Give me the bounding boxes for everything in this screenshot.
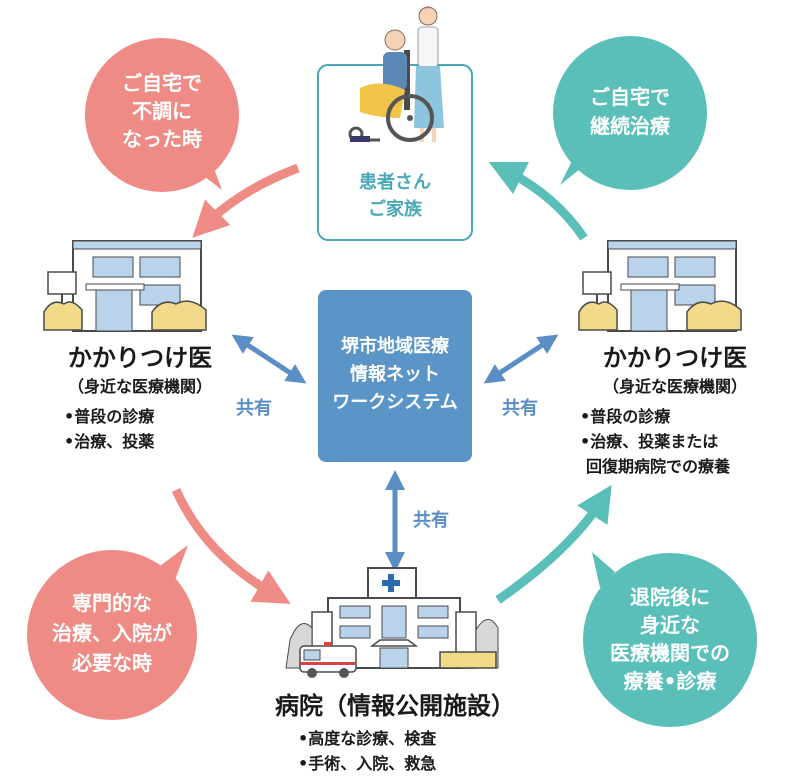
bubble-bottom-right-line-1: 退院後に [630, 585, 710, 609]
wheelchair-patient-icon [348, 6, 444, 142]
bubble-bottom-right-line-3: 医療機関での [610, 641, 730, 665]
right-clinic-subtitle: （身近な医療機関） [603, 377, 747, 396]
hospital-item-2: •手術、入院、救急 [298, 754, 436, 773]
hospital-title: 病院（情報公開施設） [275, 692, 515, 720]
patient-label-line-2: ご家族 [368, 198, 423, 220]
right-clinic-item-1: •普段の診療 [580, 407, 671, 426]
left-clinic-title: かかりつけ医 [68, 344, 212, 372]
bubble-top-left-line-1: ご自宅で [122, 71, 202, 95]
right-clinic-title: かかりつけ医 [603, 344, 747, 372]
bubble-bottom-left: 専門的な 治療、入院が 必要な時 [27, 545, 197, 720]
arrow-hospital-to-right-clinic [495, 484, 612, 604]
right-clinic-item-3: 回復期病院での療養 [586, 457, 730, 476]
right-clinic-item-2: •治療、投薬または [580, 432, 718, 451]
bubble-bottom-right: 退院後に 身近な 医療機関での 療養•診療 [583, 552, 757, 727]
bubble-bottom-left-line-3: 必要な時 [71, 651, 152, 675]
bubble-bottom-right-line-2: 身近な [640, 613, 700, 637]
hospital-building-icon [285, 567, 499, 678]
patient-label-line-1: 患者さん [359, 172, 431, 193]
bubble-top-left: ご自宅で 不調に なった時 [85, 38, 239, 192]
bubble-top-right-line-1: ご自宅で [590, 85, 670, 109]
patient-box: 患者さん ご家族 [317, 6, 473, 241]
arrow-home-to-left-clinic [192, 163, 300, 238]
hospital-item-1: •高度な診療、検査 [298, 729, 436, 748]
share-label-left: 共有 [236, 397, 272, 419]
share-label-right: 共有 [502, 397, 538, 419]
right-clinic-building-icon [578, 240, 742, 332]
bubble-bottom-right-line-4: 療養•診療 [624, 669, 717, 693]
network-label-line-2: 情報ネット [350, 363, 440, 385]
bubble-top-right-line-2: 継続治療 [590, 114, 670, 138]
bubble-top-left-line-3: なった時 [122, 127, 202, 151]
share-arrow-left [231, 334, 307, 384]
arrow-right-clinic-to-home [488, 161, 588, 241]
share-arrow-right [483, 334, 559, 384]
bubble-top-left-line-2: 不調に [132, 99, 192, 123]
network-system-box: 堺市地域医療 情報ネット ワークシステム [318, 290, 472, 462]
left-clinic-item-1: •普段の診療 [64, 407, 155, 426]
arrow-left-clinic-to-hospital [171, 488, 291, 604]
bubble-bottom-left-line-2: 治療、入院が [52, 621, 172, 645]
share-label-bottom: 共有 [413, 509, 449, 531]
left-clinic-item-2: •治療、投薬 [64, 432, 155, 451]
network-label-line-3: ワークシステム [332, 392, 457, 413]
left-clinic-building-icon [43, 240, 207, 332]
network-label-line-1: 堺市地域医療 [341, 335, 450, 357]
bubble-top-right: ご自宅で 継続治療 [553, 36, 707, 190]
left-clinic-subtitle: （身近な医療機関） [68, 377, 212, 396]
bubble-bottom-left-line-1: 専門的な [72, 591, 152, 615]
